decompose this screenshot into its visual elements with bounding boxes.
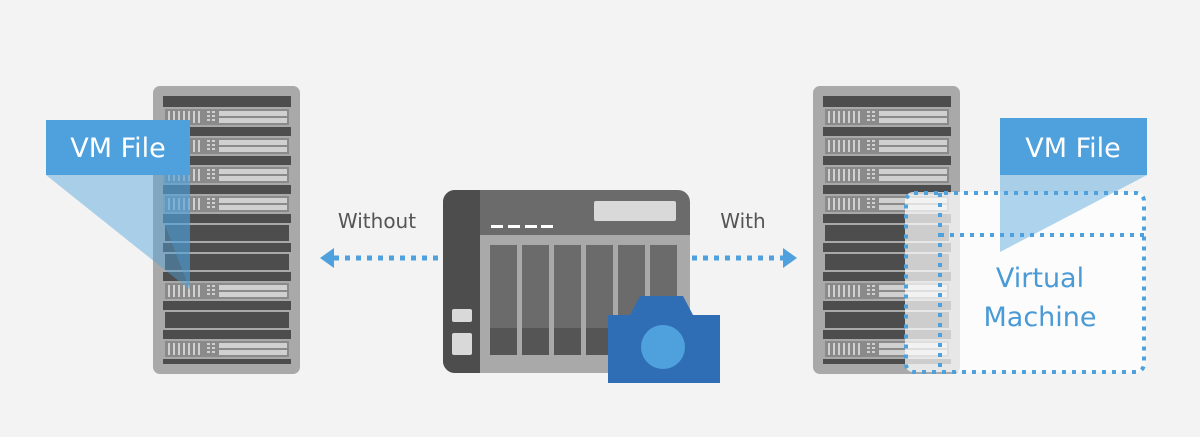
rack-unit-server — [163, 165, 291, 185]
with-arrow: With — [692, 209, 797, 268]
rack-unit-server — [163, 194, 291, 214]
without-arrow: Without — [320, 209, 440, 268]
rack-unit-empty — [163, 310, 291, 330]
rack-unit-server — [163, 107, 291, 127]
without-label: Without — [338, 209, 416, 233]
rack-unit-server — [163, 339, 291, 359]
left-vm-file-label: VM File — [70, 133, 166, 164]
rack-unit-server — [823, 107, 951, 127]
rack-unit-blank — [163, 252, 291, 272]
left-server-rack — [153, 86, 300, 374]
virtual-machine-label-line2: Machine — [983, 302, 1096, 333]
virtual-machine-label-line1: Virtual — [996, 263, 1084, 294]
drive-bay — [554, 245, 581, 355]
with-label: With — [720, 209, 765, 233]
rack-unit-server — [163, 281, 291, 301]
drive-bay — [490, 245, 517, 355]
snapshot-camera-icon — [608, 296, 720, 383]
rack-unit-blank — [163, 223, 291, 243]
virtual-machine-box: Virtual Machine — [904, 191, 1146, 374]
rack-unit-server — [823, 136, 951, 156]
left-vm-file: VM File — [46, 120, 190, 290]
drive-bay — [522, 245, 549, 355]
vm-file-highlight — [163, 175, 190, 290]
rack-unit-server — [823, 165, 951, 185]
right-vm-file-label: VM File — [1025, 133, 1121, 164]
